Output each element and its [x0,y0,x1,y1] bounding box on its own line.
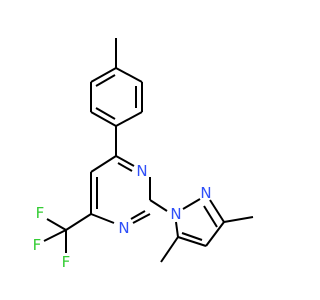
bond-pyrimidine-pyrazole [149,199,168,212]
bond-tolyl-3-inner [95,107,116,120]
bond-pyrazole-methyl-5 [160,236,179,263]
atom-n-pyrazole-upper: N [200,184,211,202]
bond-pyrimidine-cf3 [65,213,92,231]
bond-pyrazole-methyl-3 [223,216,254,223]
atom-n-pyrimidine-lower: N [118,219,129,237]
bond-cf3-f-top [46,218,67,231]
bond-pyrazole-c5-n1 [175,221,179,238]
bond-pyrazole-c4-c5-inner [181,232,203,241]
bond-pyrazole-n2-c3 [209,199,225,223]
atom-f-left: F [33,236,42,254]
atom-n-pyrazole-ring: N [170,205,181,223]
atom-labels: N N N N F F F [33,162,212,271]
bond-pyrimidine-c4-n3-inner [117,162,133,172]
molecule-structure-drawing: N N N N F F F [33,38,254,271]
bond-pyrimidine-c5-c4 [90,155,117,173]
bond-pyrazole-c3-c4 [205,221,225,247]
bond-tolyl-6 [115,67,143,83]
bond-pyrimidine-n1-c6 [90,213,115,224]
bond-pyrimidine-c2-n1 [132,213,151,224]
bonds [43,38,254,263]
bond-tolyl-1-inner [95,74,116,87]
bond-pyrazole-c4-c5 [177,236,207,247]
bond-cf3-f-left [43,229,67,242]
bond-pyrimidine-c2-n1-inner [130,210,146,220]
bond-pyrazole-n1-n2 [182,198,201,210]
bond-tolyl-3 [90,111,117,127]
bond-tolyl-1 [90,67,117,83]
bond-tolyl-4 [115,111,143,127]
atom-n-pyrimidine-upper: N [136,162,147,180]
atom-f-bottom: F [62,253,71,271]
atom-f-top: F [36,204,45,222]
bond-pyrazole-n2-c3-inner [203,205,218,228]
bond-pyrimidine-c4-n3 [115,155,135,167]
